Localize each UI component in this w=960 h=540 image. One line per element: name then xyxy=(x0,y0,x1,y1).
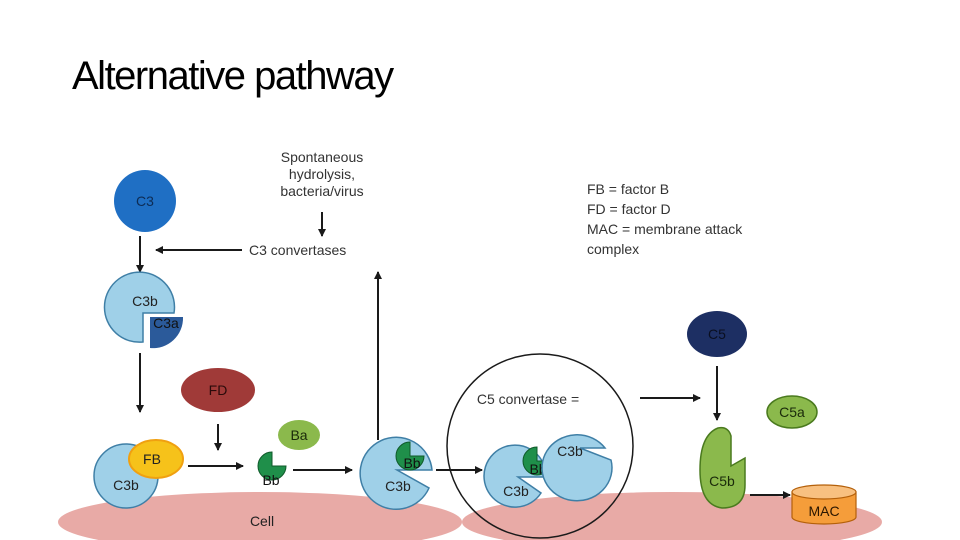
c3b-molecule-top xyxy=(103,271,176,343)
c3b-molecule-c5conv-upper xyxy=(541,434,613,502)
slide-title: Alternative pathway xyxy=(72,54,394,98)
bb-label-convertase: Bb xyxy=(403,455,420,471)
trigger-text: Spontaneous hydrolysis, bacteria/virus xyxy=(280,149,363,199)
legend-line-1: FB = factor B xyxy=(587,181,669,197)
legend-line-4: complex xyxy=(587,241,639,257)
bb-molecule-convertase xyxy=(395,441,425,471)
ba-molecule xyxy=(278,420,320,450)
cell-membrane-right xyxy=(462,492,882,540)
cell-membrane-left xyxy=(58,492,462,540)
legend: FB = factor B FD = factor D MAC = membra… xyxy=(587,181,743,257)
c5-molecule xyxy=(687,311,747,357)
c3b-molecule-convertase xyxy=(359,436,433,510)
legend-line-2: FD = factor D xyxy=(587,201,671,217)
bb-molecule-free xyxy=(257,451,287,481)
c3b-label-c5conv-upper: C3b xyxy=(557,443,583,459)
c3b-label-convertase: C3b xyxy=(385,478,411,494)
c3b-label-c5conv-lower: C3b xyxy=(503,483,529,499)
c3a-label: C3a xyxy=(153,315,179,331)
c5a-label: C5a xyxy=(779,404,805,420)
c3-label: C3 xyxy=(136,193,154,209)
fb-molecule xyxy=(128,439,184,479)
c5a-molecule xyxy=(766,395,818,429)
c5-label: C5 xyxy=(708,326,726,342)
c3-convertases-label: C3 convertases xyxy=(249,242,346,258)
bb-label-free: Bb xyxy=(262,472,279,488)
c3b-label-top: C3b xyxy=(132,293,158,309)
trigger-line-2: hydrolysis, xyxy=(289,166,355,182)
c5-convertase-outline xyxy=(446,353,634,539)
mac-complex xyxy=(791,491,857,525)
cell-label: Cell xyxy=(250,513,274,529)
c5-convertase-label: C5 convertase = xyxy=(477,391,579,407)
trigger-line-1: Spontaneous xyxy=(281,149,364,165)
c3-molecule xyxy=(114,170,176,232)
c3a-fragment xyxy=(150,317,184,349)
mac-label: MAC xyxy=(808,503,839,519)
mac-complex-top xyxy=(791,484,857,500)
ba-label: Ba xyxy=(290,427,307,443)
fd-label: FD xyxy=(209,382,228,398)
c3b-label-left: C3b xyxy=(113,477,139,493)
c5b-label: C5b xyxy=(709,473,735,489)
c5b-molecule xyxy=(699,426,746,509)
legend-line-3: MAC = membrane attack xyxy=(587,221,743,237)
fd-molecule xyxy=(181,368,255,412)
fb-label: FB xyxy=(143,451,161,467)
trigger-line-3: bacteria/virus xyxy=(280,183,363,199)
